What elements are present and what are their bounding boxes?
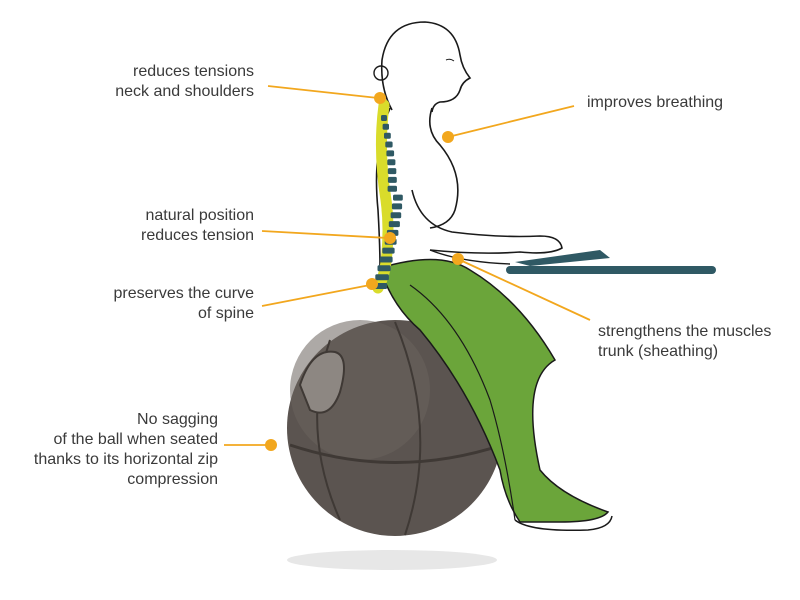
callout-breathing: improves breathing xyxy=(587,93,723,113)
foot-outline xyxy=(514,515,613,532)
leader-neck xyxy=(267,85,379,99)
callout-lines xyxy=(224,85,591,451)
callout-sagging: No sagging of the ball when seated thank… xyxy=(34,410,218,490)
ball-handle xyxy=(298,350,345,414)
head-outline xyxy=(380,21,472,113)
vertebra xyxy=(382,247,395,254)
vertebra xyxy=(384,132,391,139)
callout-neck-line1: reduces tensions xyxy=(133,63,254,80)
vertebra xyxy=(382,123,389,130)
vertebra xyxy=(387,176,397,183)
callout-curve-line2: of spine xyxy=(197,305,254,322)
eye xyxy=(445,58,455,62)
vertebra xyxy=(388,221,400,228)
ball-shadow xyxy=(287,550,497,570)
dot-sagging xyxy=(265,439,277,451)
leg-outline-inner xyxy=(409,284,516,521)
vertebra xyxy=(391,203,403,210)
forearm-outline xyxy=(429,249,511,265)
leader-curve xyxy=(261,284,371,307)
callout-trunk: strengthens the muscles trunk (sheathing… xyxy=(598,322,771,362)
vertebra xyxy=(381,115,387,121)
leader-trunk xyxy=(459,259,591,321)
vertebra xyxy=(393,194,403,201)
ball-panel-seam xyxy=(394,321,422,536)
vertebra xyxy=(379,256,393,263)
callout-trunk-line2: trunk (sheathing) xyxy=(598,343,719,360)
callout-posture-line2: reduces tension xyxy=(141,227,254,244)
dot-posture xyxy=(384,232,396,244)
arm-outline xyxy=(411,189,563,254)
vertebra xyxy=(385,141,393,148)
ball-chair xyxy=(287,320,503,570)
spine-vertebrae xyxy=(373,115,403,289)
keyboard-icon xyxy=(515,250,610,266)
callout-sagging-line2: of the ball when seated xyxy=(53,431,218,448)
dot-breathing xyxy=(442,131,454,143)
callout-posture-line1: natural position xyxy=(145,207,254,224)
vertebra xyxy=(387,159,396,166)
vertebra xyxy=(390,212,402,219)
callout-sagging-line3: thanks to its horizontal zip xyxy=(33,451,218,468)
legs-green xyxy=(379,258,610,523)
callout-neck-line2: neck and shoulders xyxy=(115,83,254,100)
vertebra xyxy=(375,274,389,281)
vertebra xyxy=(387,185,397,192)
callout-breathing-line1: improves breathing xyxy=(587,94,724,111)
dot-neck xyxy=(374,92,386,104)
leader-posture xyxy=(261,230,389,239)
callout-posture: natural position reduces tension xyxy=(141,206,254,246)
dot-curve xyxy=(366,278,378,290)
desk xyxy=(506,250,716,274)
head xyxy=(373,21,472,113)
ball-zip-seam xyxy=(289,443,503,464)
leader-breathing xyxy=(447,105,575,138)
vertebra xyxy=(386,150,395,157)
callout-neck: reduces tensions neck and shoulders xyxy=(115,62,254,102)
callout-trunk-line1: strengthens the muscles xyxy=(598,323,772,340)
callout-curve-line1: preserves the curve xyxy=(113,285,254,302)
vertebra xyxy=(387,168,397,175)
callout-sagging-line1: No sagging xyxy=(137,411,218,428)
callout-curve: preserves the curve of spine xyxy=(113,284,254,324)
vertebra xyxy=(377,265,391,272)
hair-bun xyxy=(373,65,389,81)
dot-trunk xyxy=(452,253,464,265)
chest-outline xyxy=(429,107,459,229)
callout-sagging-line4: compression xyxy=(127,471,218,488)
